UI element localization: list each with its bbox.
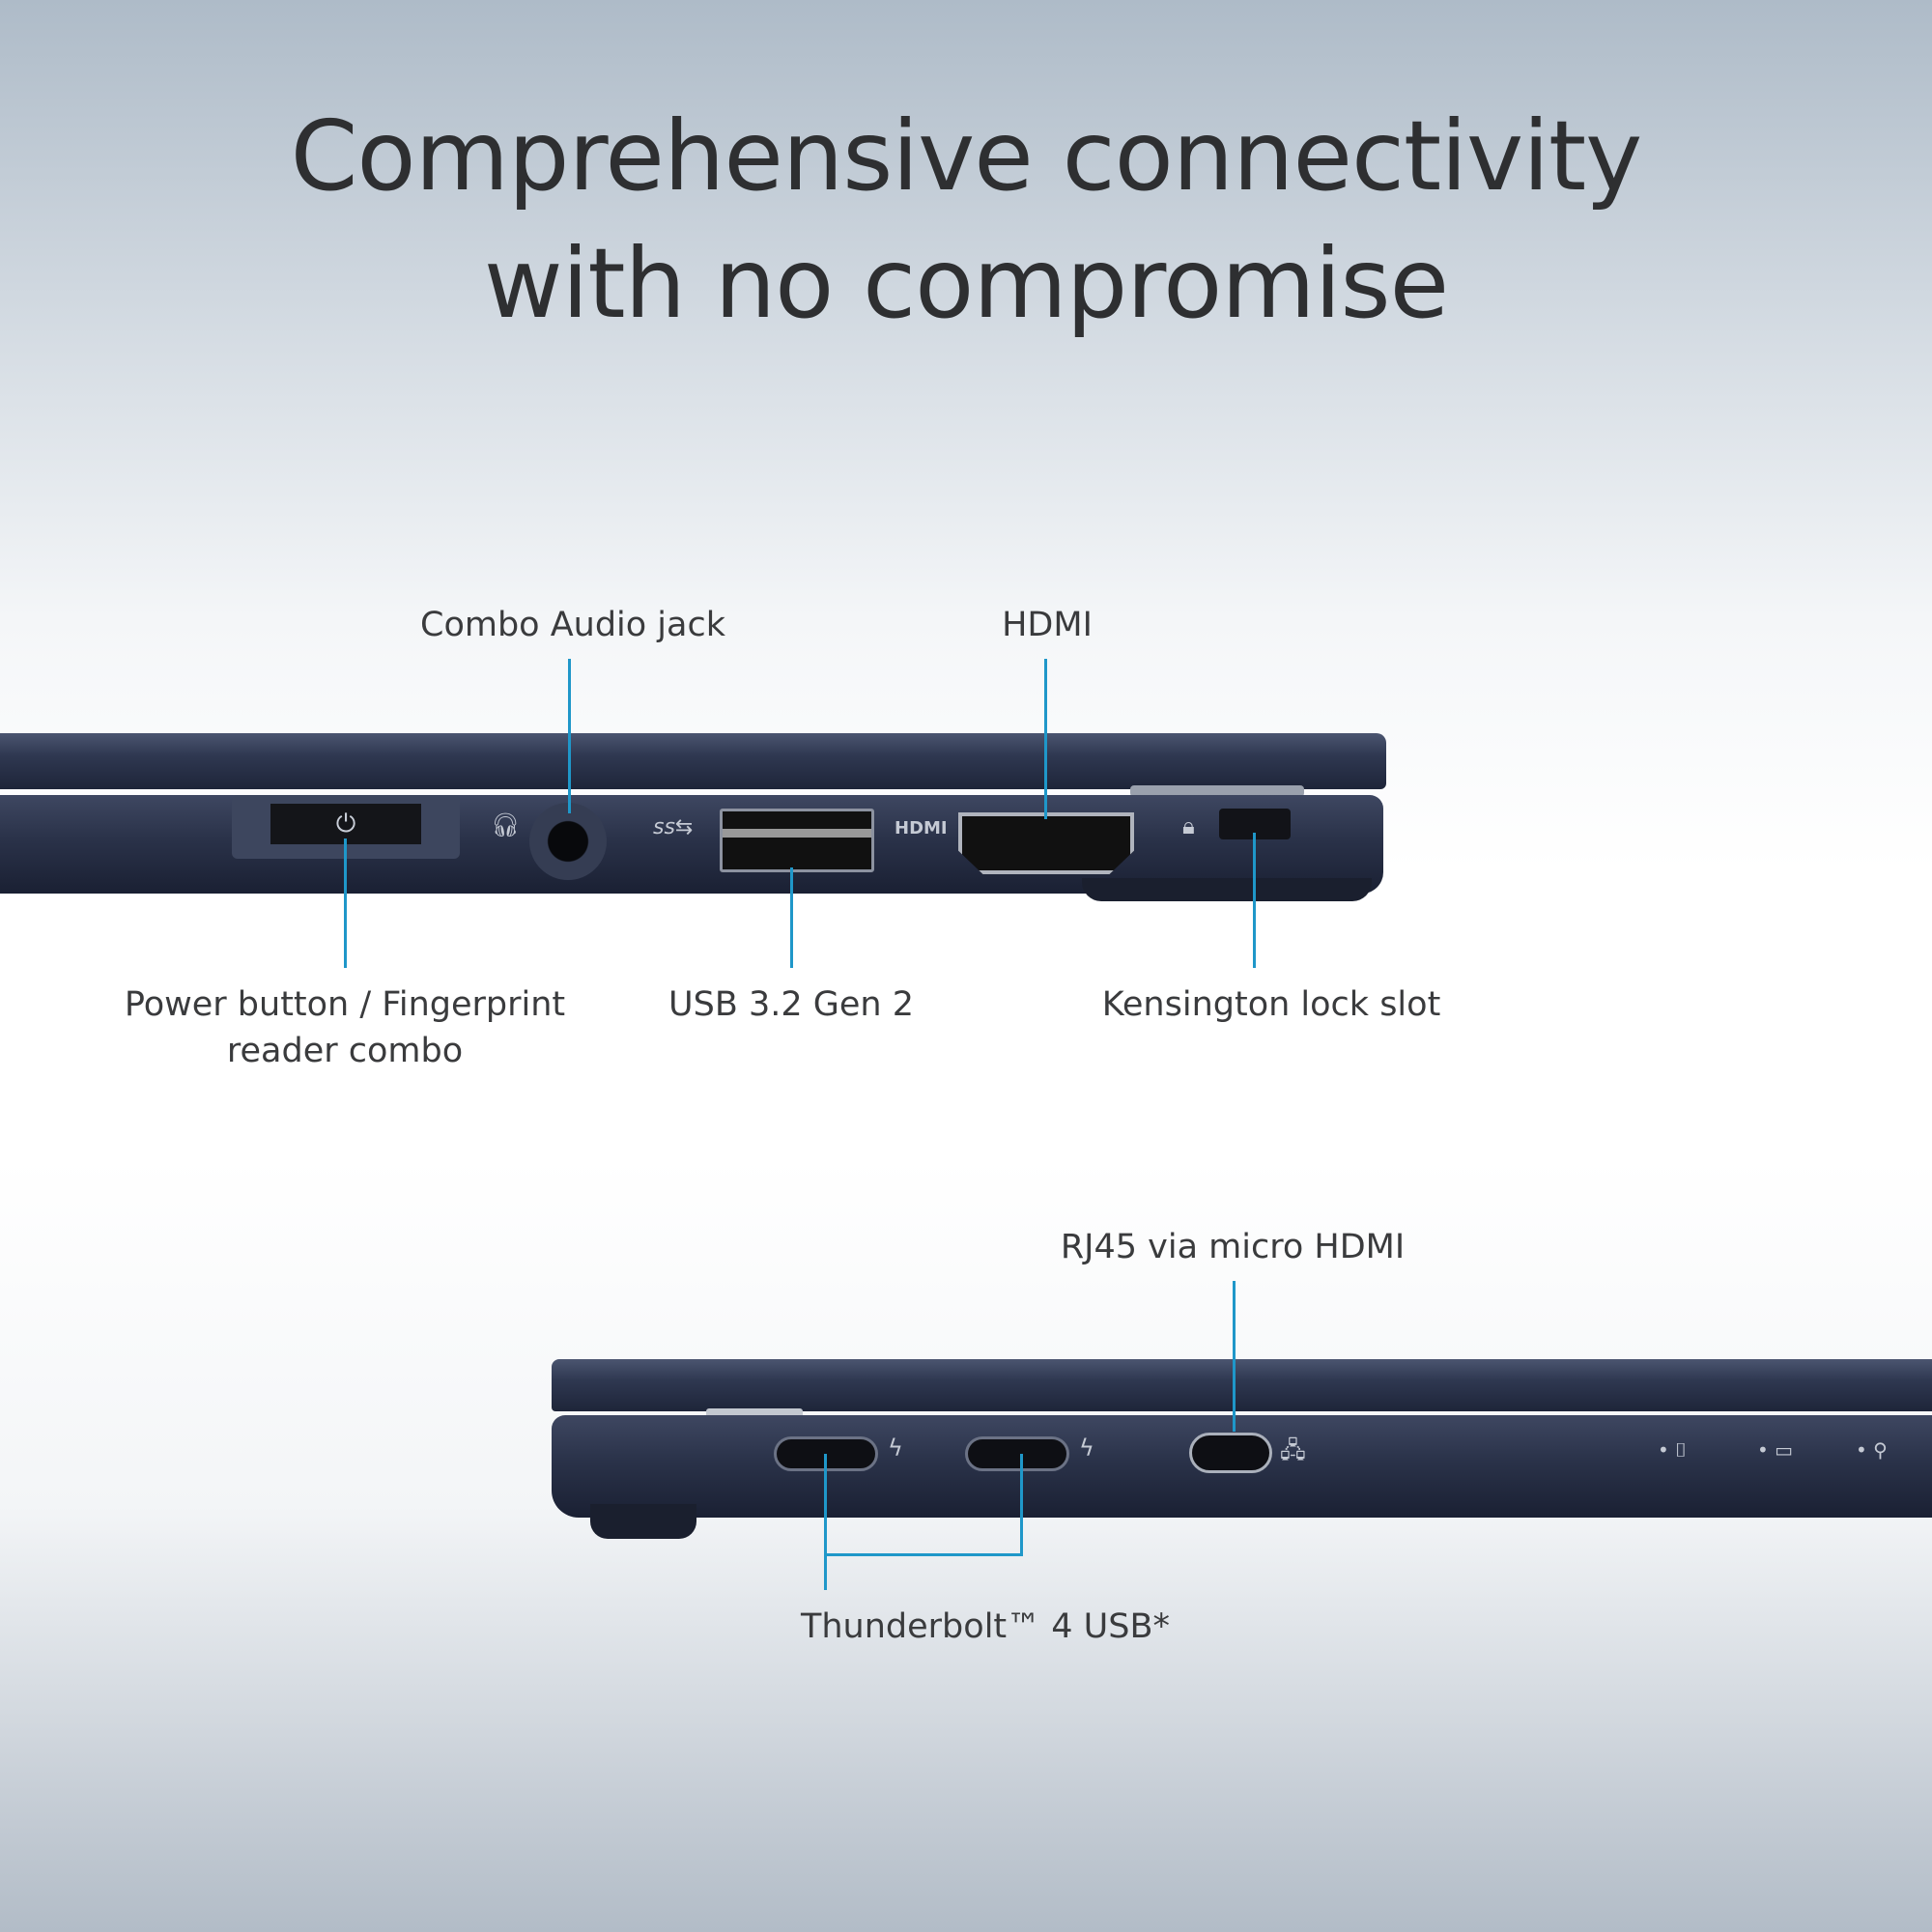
callout-line-tb1: [824, 1454, 827, 1556]
callout-line-tb2: [1020, 1454, 1023, 1556]
label-power-button: Power button / Fingerprint reader combo: [125, 981, 565, 1074]
lock-icon: 🔒︎: [1182, 812, 1195, 839]
network-icon: 🖧︎: [1280, 1436, 1306, 1463]
micro-hdmi-port[interactable]: [1189, 1433, 1272, 1473]
laptop-right-side: ϟ ϟ 🖧︎ • ⌷ • ▭ • ⚲: [552, 1359, 1932, 1543]
laptop-lid: [0, 733, 1386, 789]
storage-led-icon: • ⌷: [1658, 1438, 1688, 1462]
thunderbolt-icon: ϟ: [888, 1435, 903, 1462]
label-power-line-2: reader combo: [226, 1032, 464, 1070]
title-line-1: Comprehensive connectivity: [290, 99, 1643, 213]
page-title: Comprehensive connectivity with no compr…: [0, 93, 1932, 348]
foot: [1082, 878, 1372, 901]
audio-jack[interactable]: [529, 803, 607, 880]
label-audio-jack: Combo Audio jack: [420, 606, 725, 644]
label-hdmi: HDMI: [1002, 606, 1093, 644]
label-usb: USB 3.2 Gen 2: [668, 985, 914, 1024]
battery-led-icon: • ▭: [1757, 1438, 1794, 1462]
callout-line-power: [344, 838, 347, 968]
callout-line-usb: [790, 867, 793, 968]
hinge: [1130, 785, 1304, 797]
label-power-line-1: Power button / Fingerprint: [124, 985, 566, 1024]
hinge: [706, 1408, 803, 1418]
thunderbolt-icon: ϟ: [1079, 1435, 1094, 1462]
label-thunderbolt: Thunderbolt™ 4 USB*: [800, 1607, 1171, 1646]
callout-line-hdmi: [1044, 659, 1047, 819]
hdmi-port[interactable]: [958, 812, 1134, 874]
thunderbolt-port-2[interactable]: [965, 1436, 1069, 1471]
usb-a-port[interactable]: [720, 809, 874, 872]
power-led-icon: • ⚲: [1856, 1438, 1888, 1462]
callout-line-audio: [568, 659, 571, 813]
power-icon: ⏻: [335, 810, 356, 838]
usb-ss-logo: ss⇆: [653, 815, 694, 839]
headset-icon: 🎧︎: [491, 811, 521, 838]
laptop-left-side: ⏻ 🎧︎ ss⇆ HDMI 🔒︎: [0, 733, 1391, 907]
label-kensington: Kensington lock slot: [1101, 985, 1441, 1024]
power-button[interactable]: ⏻: [270, 804, 421, 844]
callout-bracket-tb: [824, 1553, 1023, 1556]
callout-line-rj45: [1233, 1281, 1236, 1432]
laptop-base: [0, 795, 1383, 894]
hdmi-logo: HDMI: [895, 818, 948, 838]
foot: [590, 1504, 696, 1539]
callout-line-kensington: [1253, 833, 1256, 968]
callout-stem-tb: [824, 1553, 827, 1590]
title-line-2: with no compromise: [483, 227, 1449, 340]
laptop-lid: [552, 1359, 1932, 1411]
label-rj45: RJ45 via micro HDMI: [1060, 1228, 1406, 1266]
